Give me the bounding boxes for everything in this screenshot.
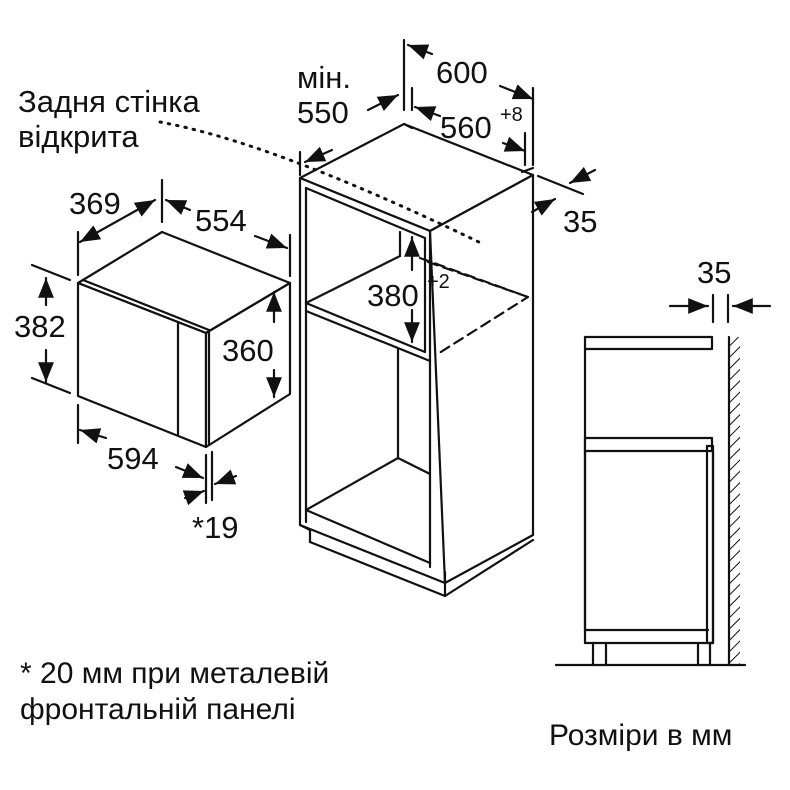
cabinet-drawing [298,122,535,598]
dim-niche-height-tolerance: +2 [427,271,450,293]
footnote-line1: * 20 мм при металевій [20,657,330,690]
dim-mw-height-total: 382 [14,309,66,344]
dim-mw-height-body: 360 [222,333,274,368]
footnote-line2: фронтальній панелі [20,693,296,726]
min-label: мін. [297,60,351,95]
microwave-drawing [76,230,292,449]
dim-mw-depth: 369 [69,186,121,221]
dim-niche-width: 560 [440,110,492,145]
dim-min-depth: 550 [297,95,349,130]
dim-side-clearance: 35 [563,204,598,239]
dim-side-view-gap: 35 [697,255,732,290]
dim-niche-height: 380 [367,278,419,313]
side-view-drawing [554,293,772,667]
units-note: Розміри в мм [549,719,733,752]
rear-wall-label-line2: відкрита [18,119,139,154]
dim-niche-width-tolerance: +8 [500,104,523,126]
dim-mw-width-front: 594 [107,441,159,476]
rear-wall-label-line1: Задня стінка [18,84,200,119]
dim-mw-front-thickness: *19 [192,510,239,545]
dim-mw-width-top: 554 [195,203,247,238]
wall-hatch [730,337,740,665]
dim-cabinet-width: 600 [436,55,488,90]
